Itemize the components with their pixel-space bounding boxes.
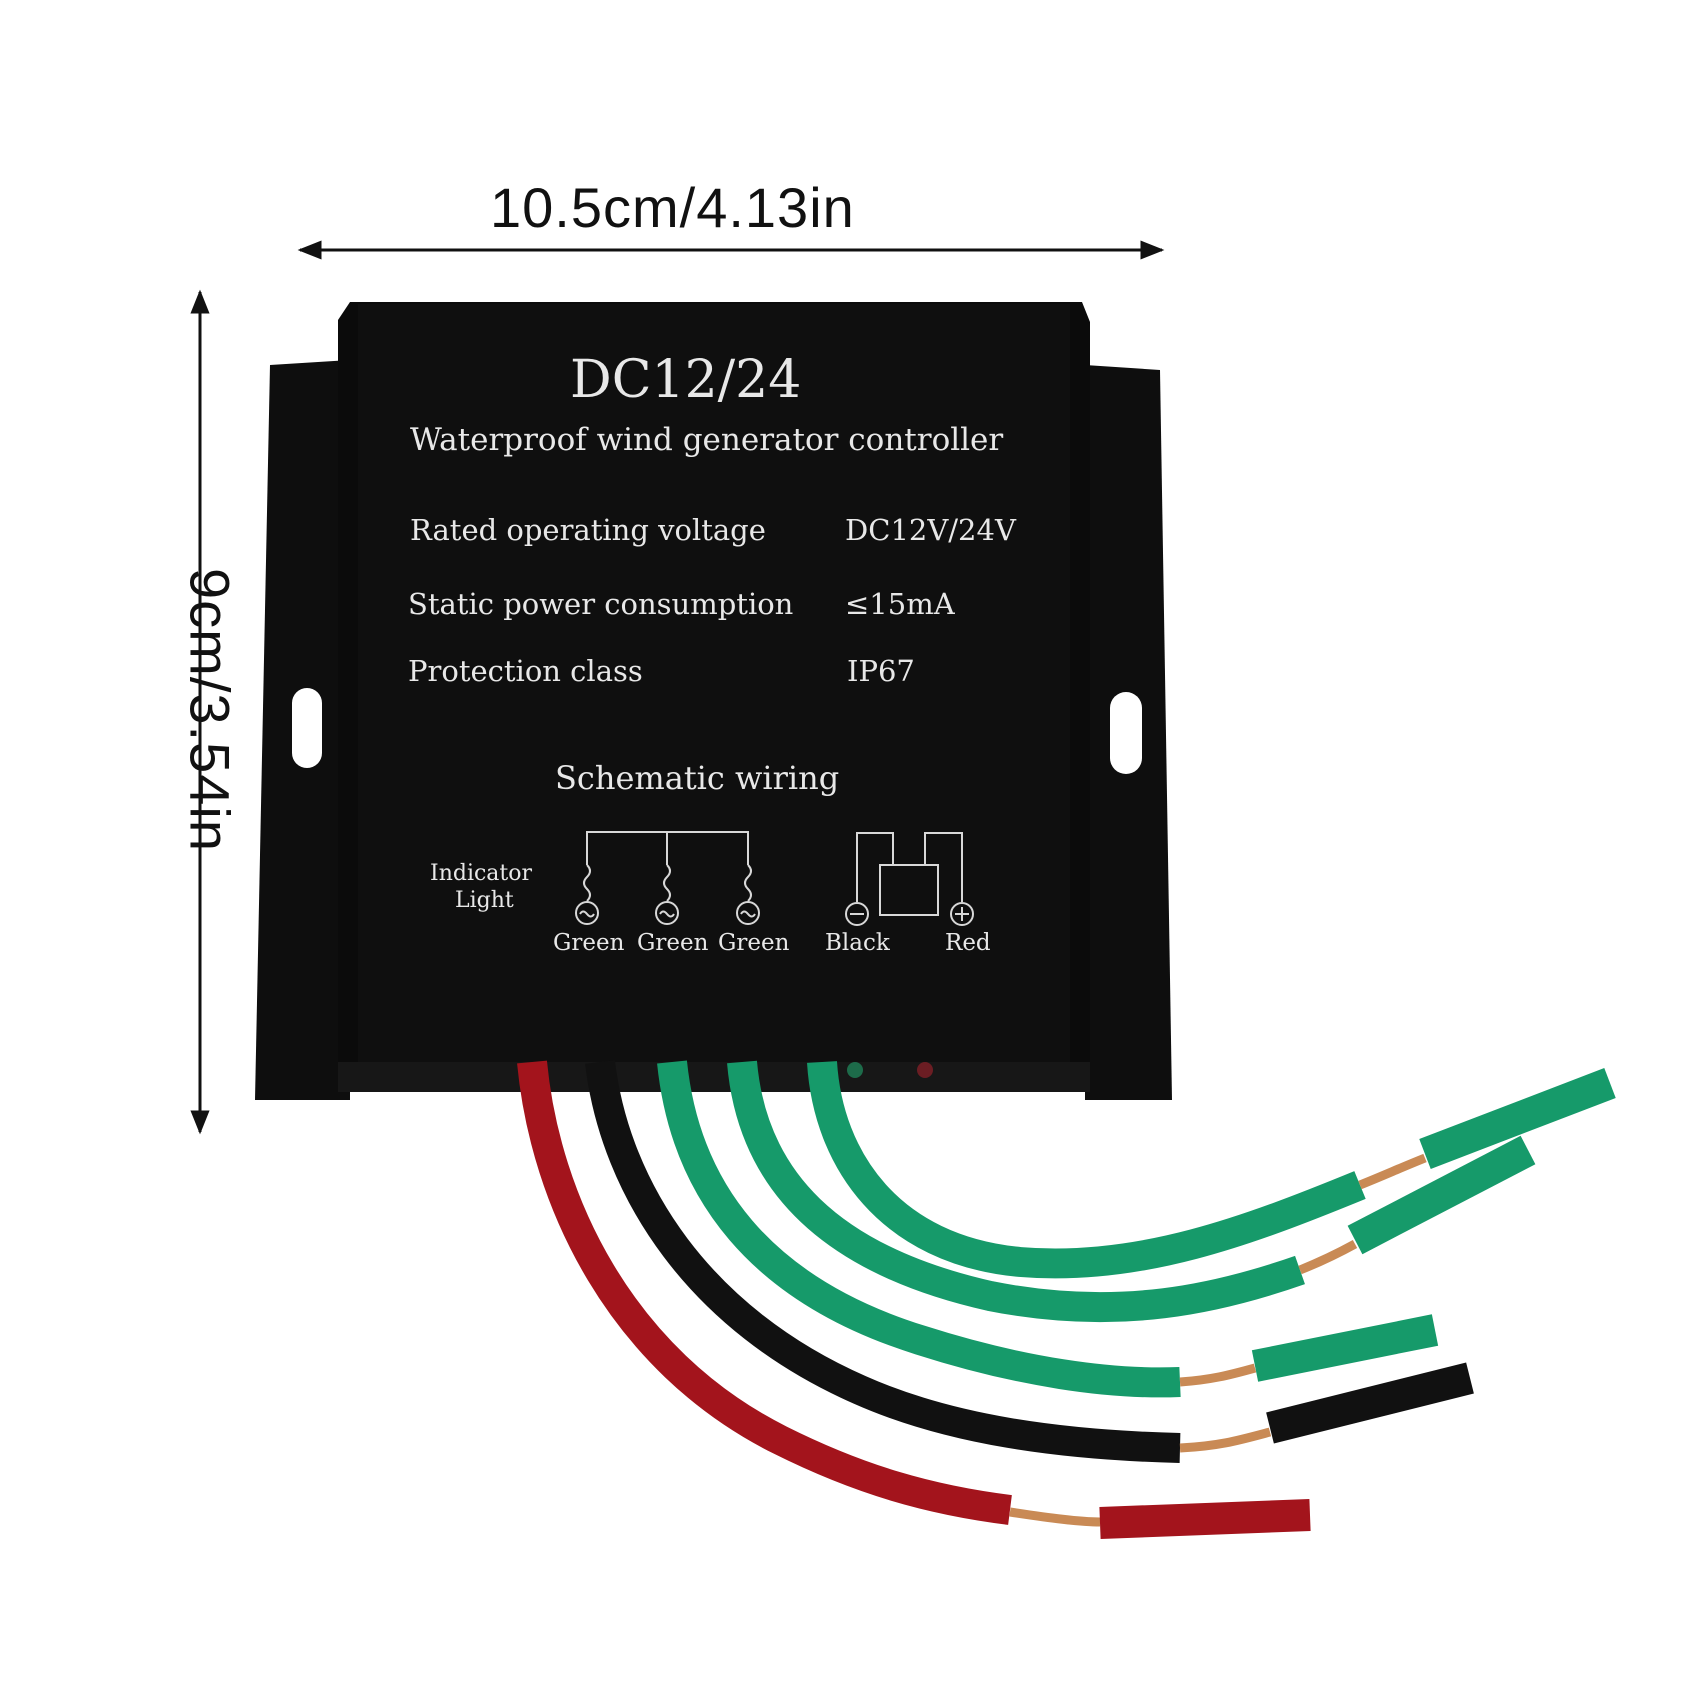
model-title: DC12/24 <box>570 350 801 410</box>
battery-symbol <box>879 864 939 916</box>
terminal-symbol-green-3 <box>736 901 760 925</box>
product-subtitle: Waterproof wind generator controller <box>410 422 1003 458</box>
width-dimension-label: 10.5cm/4.13in <box>490 176 855 239</box>
right-mount-slot <box>1110 692 1142 774</box>
terminal-label-green-2: Green <box>637 930 709 956</box>
indicator-label-line2: Light <box>455 888 514 913</box>
terminal-symbol-green-2 <box>655 901 679 925</box>
red-wire-copper <box>1009 1507 1101 1527</box>
led-indicator-red <box>917 1062 933 1078</box>
green-wire-1-copper <box>1179 1363 1257 1387</box>
black-wire <box>585 1060 1181 1463</box>
terminal-label-green-1: Green <box>553 930 625 956</box>
green-wire-3 <box>807 1060 1366 1279</box>
led-indicator-green <box>847 1062 863 1078</box>
black-wire-tip <box>1266 1362 1474 1444</box>
terminal-symbol-red <box>950 902 974 926</box>
terminal-label-green-3: Green <box>718 930 790 956</box>
green-wire-3-copper <box>1358 1153 1427 1190</box>
case-bottom-edge <box>338 1062 1090 1092</box>
green-wire-2-copper <box>1298 1240 1358 1275</box>
indicator-label-line1: Indicator <box>430 861 533 886</box>
terminal-label-red: Red <box>945 930 991 956</box>
green-wire-1-tip <box>1251 1314 1439 1382</box>
spec-name-protection: Protection class <box>408 654 643 688</box>
wire-bundle <box>517 1060 1616 1539</box>
red-wire <box>517 1060 1012 1525</box>
schematic-title: Schematic wiring <box>555 759 839 797</box>
spec-name-voltage: Rated operating voltage <box>410 513 766 547</box>
spec-value-protection: IP67 <box>847 654 915 688</box>
green-wire-1 <box>657 1060 1181 1398</box>
left-mount-slot <box>292 688 322 768</box>
green-wire-2 <box>727 1060 1305 1323</box>
spec-value-voltage: DC12V/24V <box>845 513 1017 547</box>
green-wire-2-tip <box>1347 1135 1536 1255</box>
controller-front-panel <box>358 304 1070 1062</box>
terminal-symbol-green-1 <box>575 901 599 925</box>
green-wire-3-tip <box>1419 1068 1616 1169</box>
spec-value-consumption: ≤15mA <box>845 587 956 621</box>
black-wire-copper <box>1179 1427 1272 1453</box>
wiring-schematic <box>575 831 974 926</box>
red-wire-tip <box>1099 1499 1311 1539</box>
spec-name-consumption: Static power consumption <box>408 587 793 621</box>
terminal-label-black: Black <box>825 930 891 956</box>
terminal-symbol-black <box>845 902 869 926</box>
